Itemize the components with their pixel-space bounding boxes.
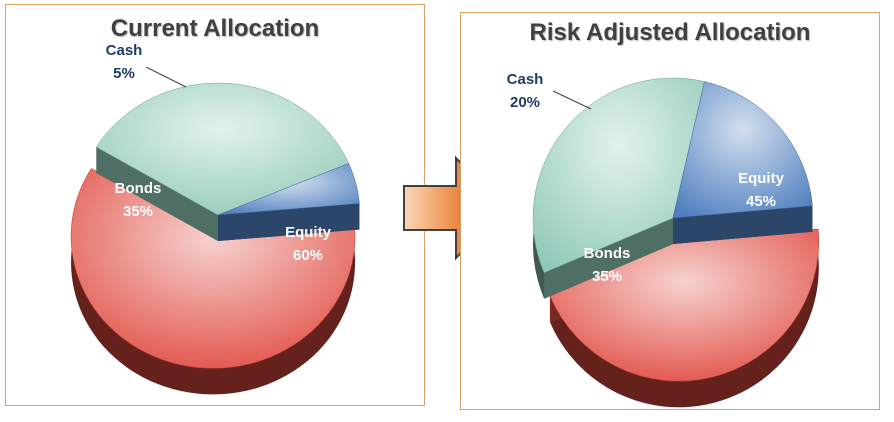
pie-slice-bonds (532, 77, 705, 299)
current-allocation-pie: Equity 60% Bonds 35% Cash 5% (70, 42, 360, 395)
slice-value-label: 60% (293, 247, 323, 264)
risk-adjusted-allocation-panel: Risk Adjusted Allocation Equity 45% Bonds 3… (460, 12, 880, 410)
leader-line (145, 66, 187, 88)
slice-label: Equity (285, 224, 331, 241)
slice-value-label: 35% (592, 268, 622, 285)
pie-slice-equity (549, 228, 820, 408)
slice-label: Bonds (115, 180, 162, 197)
slice-value-label: 5% (113, 65, 135, 82)
chart-title: Current Allocation (110, 15, 320, 42)
chart-title: Risk Adjusted Allocation (529, 19, 811, 46)
pie-slice-cash (217, 163, 360, 241)
risk-adjusted-allocation-pie: Equity 45% Bonds 35% Cash 20% (507, 71, 820, 408)
slice-value-label: 35% (123, 203, 153, 220)
pie-slice-cash (672, 81, 813, 244)
current-allocation-panel: Current Allocation Equity 60% Bonds 35% Cash… (5, 4, 425, 406)
slice-label: Equity (738, 170, 784, 187)
slice-label: Cash (507, 71, 544, 88)
slice-label: Bonds (584, 245, 631, 262)
slice-label: Cash (106, 42, 143, 59)
slice-value-label: 45% (746, 193, 776, 210)
leader-line (552, 90, 592, 110)
pie-slice-equity (70, 168, 356, 395)
slice-value-label: 20% (510, 94, 540, 111)
